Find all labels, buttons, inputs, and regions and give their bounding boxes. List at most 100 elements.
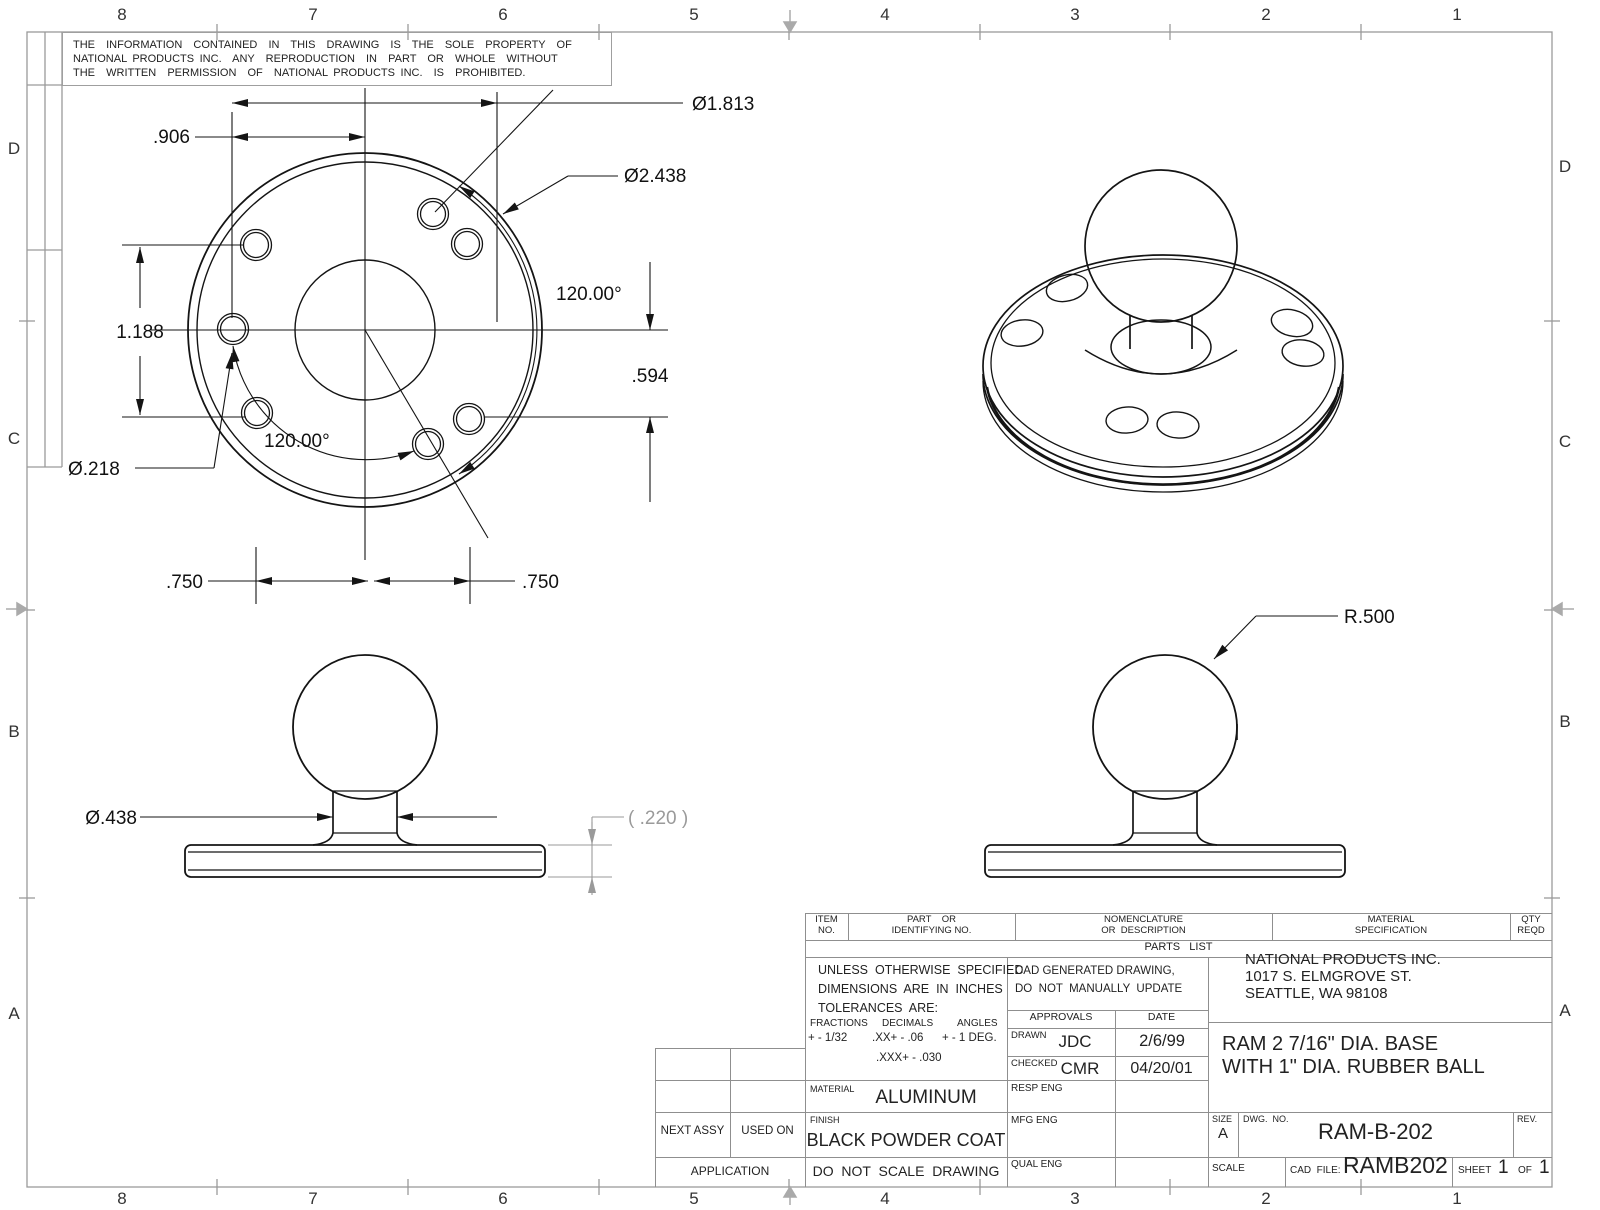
zone-top-8: 8 xyxy=(117,5,126,24)
zone-ticks xyxy=(19,24,1560,1195)
zone-top-2: 2 xyxy=(1261,5,1270,24)
zone-bottom-1: 1 xyxy=(1452,1189,1461,1208)
parts-col-mat-1: MATERIAL xyxy=(1367,914,1415,925)
tolerance-line-3: TOLERANCES ARE: xyxy=(818,1001,938,1015)
zone-left-a: A xyxy=(8,1004,20,1023)
zone-top-7: 7 xyxy=(308,5,317,24)
rev-label: REV. xyxy=(1517,1114,1538,1124)
tolerance-val-decimals2: .XXX+ - .030 xyxy=(876,1052,942,1064)
resp-eng-label: RESP ENG xyxy=(1011,1083,1063,1094)
company-city: SEATTLE, WA 98108 xyxy=(1245,985,1388,1002)
dimension-lines xyxy=(135,99,683,585)
mfg-eng-label: MFG ENG xyxy=(1011,1115,1058,1126)
iso-holes xyxy=(1000,273,1325,439)
zone-left-c: C xyxy=(8,429,20,448)
dwg-no-value: RAM-B-202 xyxy=(1318,1119,1433,1144)
cad-note-line-2: DO NOT MANUALLY UPDATE xyxy=(1015,983,1183,995)
zone-top-6: 6 xyxy=(498,5,507,24)
dim-ball-radius: R.500 xyxy=(1344,607,1395,628)
used-on-label: USED ON xyxy=(741,1125,794,1137)
zone-top-1: 1 xyxy=(1452,5,1461,24)
tolerance-head-decimals: DECIMALS xyxy=(882,1018,934,1029)
parts-col-item-2: NO. xyxy=(818,925,835,936)
dim-594: .594 xyxy=(632,366,669,387)
notice-line-3: THE WRITTEN PERMISSION OF NATIONAL PRODU… xyxy=(73,67,526,79)
tolerance-line-2: DIMENSIONS ARE IN INCHES xyxy=(818,982,1003,996)
zone-top-4: 4 xyxy=(880,5,889,24)
drawn-by: JDC xyxy=(1058,1032,1092,1051)
parts-col-item-1: ITEM xyxy=(815,914,838,925)
mounting-holes xyxy=(216,197,486,461)
zone-top-3: 3 xyxy=(1070,5,1079,24)
parts-col-qty-2: REQD xyxy=(1517,925,1545,936)
scale-label: SCALE xyxy=(1212,1163,1245,1174)
zone-bottom-6: 6 xyxy=(498,1189,507,1208)
checked-by: CMR xyxy=(1060,1059,1100,1078)
dim-thickness-ref: ( .220 ) xyxy=(628,808,688,829)
finish-label: FINISH xyxy=(810,1115,840,1125)
dim-1188: 1.188 xyxy=(116,322,164,343)
zone-right-d: D xyxy=(1559,157,1571,176)
qual-eng-label: QUAL ENG xyxy=(1011,1159,1063,1170)
zone-bottom-4: 4 xyxy=(880,1189,889,1208)
tolerance-head-angles: ANGLES xyxy=(957,1018,998,1029)
drawn-label: DRAWN xyxy=(1011,1030,1047,1041)
drawing-title-line-2: WITH 1" DIA. RUBBER BALL xyxy=(1222,1056,1485,1078)
cad-note-line-1: CAD GENERATED DRAWING, xyxy=(1015,965,1175,977)
dim-750-right: .750 xyxy=(522,572,559,593)
tolerance-val-angles: + - 1 DEG. xyxy=(942,1032,997,1044)
application-label: APPLICATION xyxy=(690,1164,770,1178)
side-view-left xyxy=(140,654,624,895)
extension-lines xyxy=(122,92,668,604)
zone-bottom-3: 3 xyxy=(1070,1189,1079,1208)
parts-col-nom-1: NOMENCLATURE xyxy=(1104,914,1183,925)
dim-750-left: .750 xyxy=(166,572,203,593)
zone-right-b: B xyxy=(1559,712,1570,731)
checked-date: 04/20/01 xyxy=(1130,1060,1193,1077)
material-label: MATERIAL xyxy=(810,1084,855,1094)
tolerance-val-decimals: .XX+ - .06 xyxy=(872,1032,924,1044)
material-value: ALUMINUM xyxy=(875,1087,977,1108)
dim-angle-upper: 120.00° xyxy=(556,284,622,305)
sheet-no: 1 xyxy=(1498,1157,1509,1178)
thickness-dimension xyxy=(548,816,624,895)
side-view-right xyxy=(984,615,1346,878)
tolerance-line-1: UNLESS OTHERWISE SPECIFIED xyxy=(818,963,1024,977)
dim-dia-bolt-circle: Ø1.813 xyxy=(692,94,754,115)
sheet-label: SHEET xyxy=(1458,1165,1492,1176)
parts-col-part-1: PART OR xyxy=(906,914,957,925)
zone-left-d: D xyxy=(8,139,20,158)
dim-dia-outer: Ø2.438 xyxy=(624,166,686,187)
next-assy-label: NEXT ASSY xyxy=(660,1125,725,1137)
parts-col-part-2: IDENTIFYING NO. xyxy=(891,925,972,936)
checked-label: CHECKED xyxy=(1011,1058,1058,1069)
front-view xyxy=(122,88,683,604)
dim-906: .906 xyxy=(153,127,190,148)
center-fold-arrows xyxy=(6,10,1574,1205)
cad-file-label: CAD FILE: xyxy=(1290,1165,1341,1176)
isometric-view xyxy=(982,169,1344,493)
zone-bottom-8: 8 xyxy=(117,1189,126,1208)
zone-right-a: A xyxy=(1559,1001,1571,1020)
parts-col-mat-2: SPECIFICATION xyxy=(1354,925,1428,936)
dim-dia-hole: Ø.218 xyxy=(68,459,120,480)
sheet-of-label: OF xyxy=(1518,1165,1532,1176)
centerlines xyxy=(150,88,668,560)
zone-top-5: 5 xyxy=(689,5,698,24)
company-street: 1017 S. ELMGROVE ST. xyxy=(1245,968,1412,985)
drawn-date: 2/6/99 xyxy=(1139,1032,1185,1050)
zone-labels: 8 7 6 5 4 3 2 1 8 7 6 5 4 3 2 1 D C B A … xyxy=(8,5,1571,1208)
sheet-frame xyxy=(19,24,1560,1195)
zone-right-c: C xyxy=(1559,432,1571,451)
finish-value: BLACK POWDER COAT xyxy=(806,1130,1006,1150)
do-not-scale-note: DO NOT SCALE DRAWING xyxy=(812,1163,1000,1179)
zone-left-b: B xyxy=(8,722,19,741)
approvals-header: APPROVALS xyxy=(1029,1011,1093,1023)
zone-bottom-5: 5 xyxy=(689,1189,698,1208)
notice-line-1: THE INFORMATION CONTAINED IN THIS DRAWIN… xyxy=(73,39,572,51)
zone-bottom-2: 2 xyxy=(1261,1189,1270,1208)
proprietary-notice: THE INFORMATION CONTAINED IN THIS DRAWIN… xyxy=(62,32,612,86)
parts-col-qty-1: QTY xyxy=(1521,914,1541,925)
tolerance-head-fractions: FRACTIONS xyxy=(810,1018,868,1029)
